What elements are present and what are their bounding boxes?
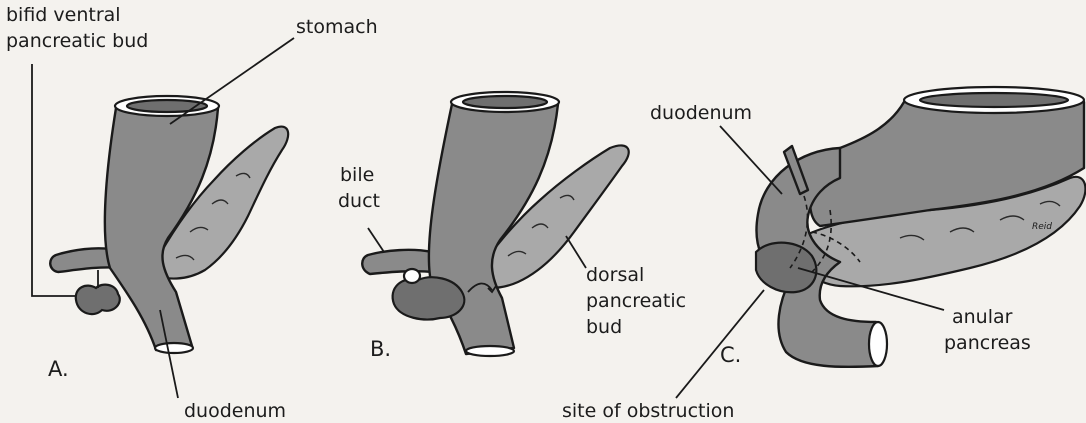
leader-duodenum-c bbox=[720, 126, 782, 194]
panel-b-duodenum-lumen bbox=[466, 346, 514, 356]
label-dorsal-line2: pancreatic bbox=[586, 290, 686, 313]
panel-a-bifid-ventral-bud bbox=[76, 285, 120, 314]
label-panel-a: A. bbox=[48, 358, 69, 381]
panel-c-duodenum-lumen bbox=[869, 322, 887, 366]
label-panel-c: C. bbox=[720, 344, 741, 367]
leader-stomach bbox=[170, 38, 294, 124]
label-anular-line1: anular bbox=[952, 306, 1012, 329]
label-dorsal-line1: dorsal bbox=[586, 264, 644, 287]
panel-b-ventral-bud bbox=[393, 277, 465, 319]
panel-a-drawing bbox=[50, 96, 288, 353]
label-bile-duct-line2: duct bbox=[338, 190, 380, 213]
label-bile-duct-line1: bile bbox=[340, 164, 374, 187]
panel-c-anular-ring bbox=[756, 243, 816, 293]
label-dorsal-line3: bud bbox=[586, 316, 622, 339]
label-duodenum-a: duodenum bbox=[184, 400, 286, 423]
panel-a-duodenum-lumen bbox=[155, 343, 193, 353]
artist-signature: Reid bbox=[1032, 222, 1052, 233]
label-bifid-ventral-line1: bifid ventral bbox=[6, 4, 121, 27]
label-site-of-obstruction: site of obstruction bbox=[562, 400, 734, 423]
leader-dorsal-bud bbox=[566, 236, 586, 268]
leader-bile-duct bbox=[368, 228, 384, 252]
label-stomach: stomach bbox=[296, 16, 378, 39]
label-anular-line2: pancreas bbox=[944, 332, 1031, 355]
label-panel-b: B. bbox=[370, 338, 391, 361]
label-bifid-ventral-line2: pancreatic bud bbox=[6, 30, 148, 53]
label-duodenum-c: duodenum bbox=[650, 102, 752, 125]
panel-b-bile-duct bbox=[362, 250, 434, 274]
